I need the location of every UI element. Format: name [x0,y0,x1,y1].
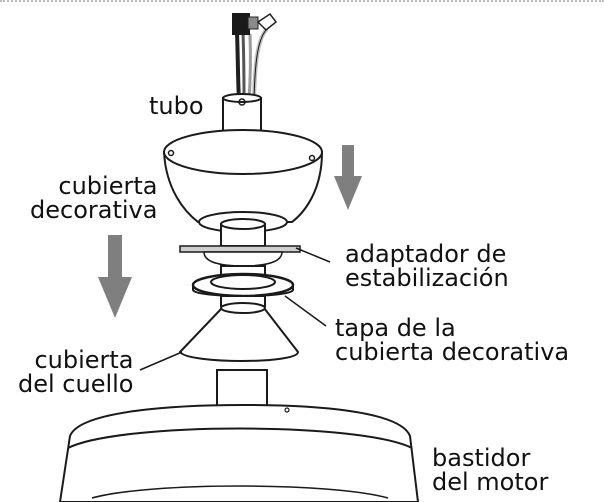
motor-coupling-pipe [216,369,268,411]
label-motor-housing: bastidor del motor [432,444,549,496]
stabilizer-adapter-part [179,245,301,267]
down-arrow-right [334,145,362,210]
label-collar-cover: cubierta del cuello [18,346,134,398]
cover-cap-part [191,272,295,298]
wire-bundle [235,28,268,102]
dotted-top-border [0,0,604,2]
label-tube: tubo [149,92,204,120]
motor-housing-part [58,403,420,502]
wire-connector [232,12,278,35]
label-cover-cap: tapa de la cubierta decorativa [335,314,570,366]
decorative-cover-part [162,129,324,233]
down-arrow-left [98,235,132,318]
collar-cover-part [178,302,300,362]
label-decorative-cover: cubierta decorativa [30,172,158,224]
leader-lines [139,247,331,371]
label-stabilizer-adapter: adaptador de estabilización [345,240,509,292]
center-pipe-upper [220,218,266,247]
